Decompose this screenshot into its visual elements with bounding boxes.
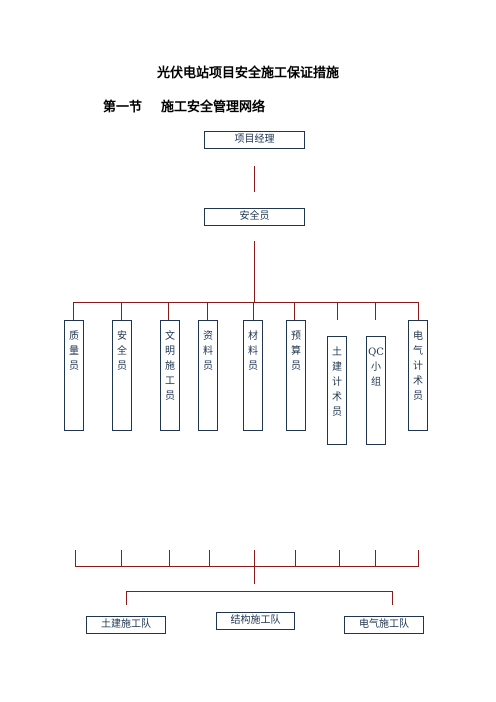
staff-label-char: 资 — [203, 331, 213, 342]
staff-label-char: 料 — [248, 346, 258, 357]
staff-label-char: 建 — [332, 362, 342, 373]
staff-label-char: 施 — [165, 361, 175, 372]
staff-box-documents: 资料员 — [198, 320, 218, 431]
staff-label-char: 量 — [69, 346, 79, 357]
team-bus-tick — [121, 550, 122, 567]
document-title: 光伏电站项目安全施工保证措施 — [156, 66, 339, 81]
team-bus-tick — [254, 550, 255, 567]
staff-label-char: 工 — [165, 376, 175, 387]
staff-label-char: 全 — [117, 346, 127, 357]
team-box-structure: 结构施工队 — [216, 612, 295, 630]
staff-drop — [418, 302, 419, 320]
staff-bus-trunk — [254, 289, 255, 302]
staff-drop — [168, 302, 169, 320]
team-box-electrical: 电气施工队 — [344, 616, 424, 634]
staff-label-char: 组 — [371, 377, 381, 388]
connector-safety-bus — [254, 241, 255, 289]
team-bus-tick — [295, 550, 296, 567]
staff-drop — [253, 302, 254, 320]
staff-label-char: 员 — [413, 391, 423, 402]
staff-label-char: 气 — [413, 346, 423, 357]
staff-label-char: 算 — [291, 346, 301, 357]
staff-box-budget: 预算员 — [286, 320, 306, 431]
staff-box-quality: 质量员 — [64, 320, 84, 431]
staff-label-char: 计 — [332, 377, 342, 388]
project-manager-box: 项目经理 — [204, 131, 305, 149]
staff-drop — [207, 302, 208, 320]
section-heading: 第一节 施工安全管理网络 — [103, 96, 265, 115]
staff-box-materials: 材料员 — [243, 320, 263, 431]
staff-label-char: 计 — [413, 361, 423, 372]
staff-label-char: 安 — [117, 331, 127, 342]
staff-label-char: 料 — [203, 346, 213, 357]
staff-drop — [121, 302, 122, 320]
staff-box-safety: 安全员 — [112, 320, 132, 431]
staff-label-char: 文 — [165, 331, 175, 342]
team-bus-tick — [418, 550, 419, 567]
staff-label-char: 术 — [413, 376, 423, 387]
team-bus-line — [75, 566, 418, 567]
section-title: 施工安全管理网络 — [161, 100, 266, 115]
staff-label-char: 电 — [413, 331, 423, 342]
team-branch-line — [126, 591, 392, 592]
staff-label-char: 员 — [291, 361, 301, 372]
staff-label-char: 预 — [291, 331, 301, 342]
safety-officer-box: 安全员 — [204, 208, 305, 226]
staff-label-char: 员 — [69, 361, 79, 372]
staff-drop — [337, 302, 338, 320]
staff-box-civilization: 文明施工员 — [160, 320, 180, 431]
team-drop — [126, 591, 127, 605]
team-trunk — [254, 567, 255, 584]
team-bus-tick — [339, 550, 340, 567]
team-bus-tick — [75, 550, 76, 567]
staff-drop — [375, 302, 376, 320]
staff-box-qc-group: QC 小组 — [366, 336, 386, 445]
staff-bus-line — [73, 302, 418, 303]
staff-label-char: 小 — [371, 362, 381, 373]
staff-label-char: 员 — [332, 407, 342, 418]
team-bus-tick — [169, 550, 170, 567]
team-box-civil: 土建施工队 — [86, 616, 166, 634]
staff-drop — [294, 302, 295, 320]
connector-manager-safety — [254, 166, 255, 192]
staff-box-civil-tech: 土建计术员 — [327, 336, 347, 445]
team-bus-tick — [209, 550, 210, 567]
staff-label-char: 材 — [248, 331, 258, 342]
staff-label-char: 明 — [165, 346, 175, 357]
staff-label-char: 土 — [332, 347, 342, 358]
staff-drop — [73, 302, 74, 320]
section-number: 第一节 — [103, 100, 143, 115]
staff-box-electrical-tech: 电气计术员 — [408, 320, 428, 431]
staff-label-char: 员 — [117, 361, 127, 372]
staff-label-char: 员 — [165, 391, 175, 402]
staff-label-char: 员 — [248, 361, 258, 372]
staff-label-char: QC — [368, 347, 384, 358]
staff-label-char: 术 — [332, 392, 342, 403]
team-bus-tick — [375, 550, 376, 567]
staff-label-char: 质 — [69, 331, 79, 342]
staff-label-char: 员 — [203, 361, 213, 372]
team-drop — [392, 591, 393, 605]
